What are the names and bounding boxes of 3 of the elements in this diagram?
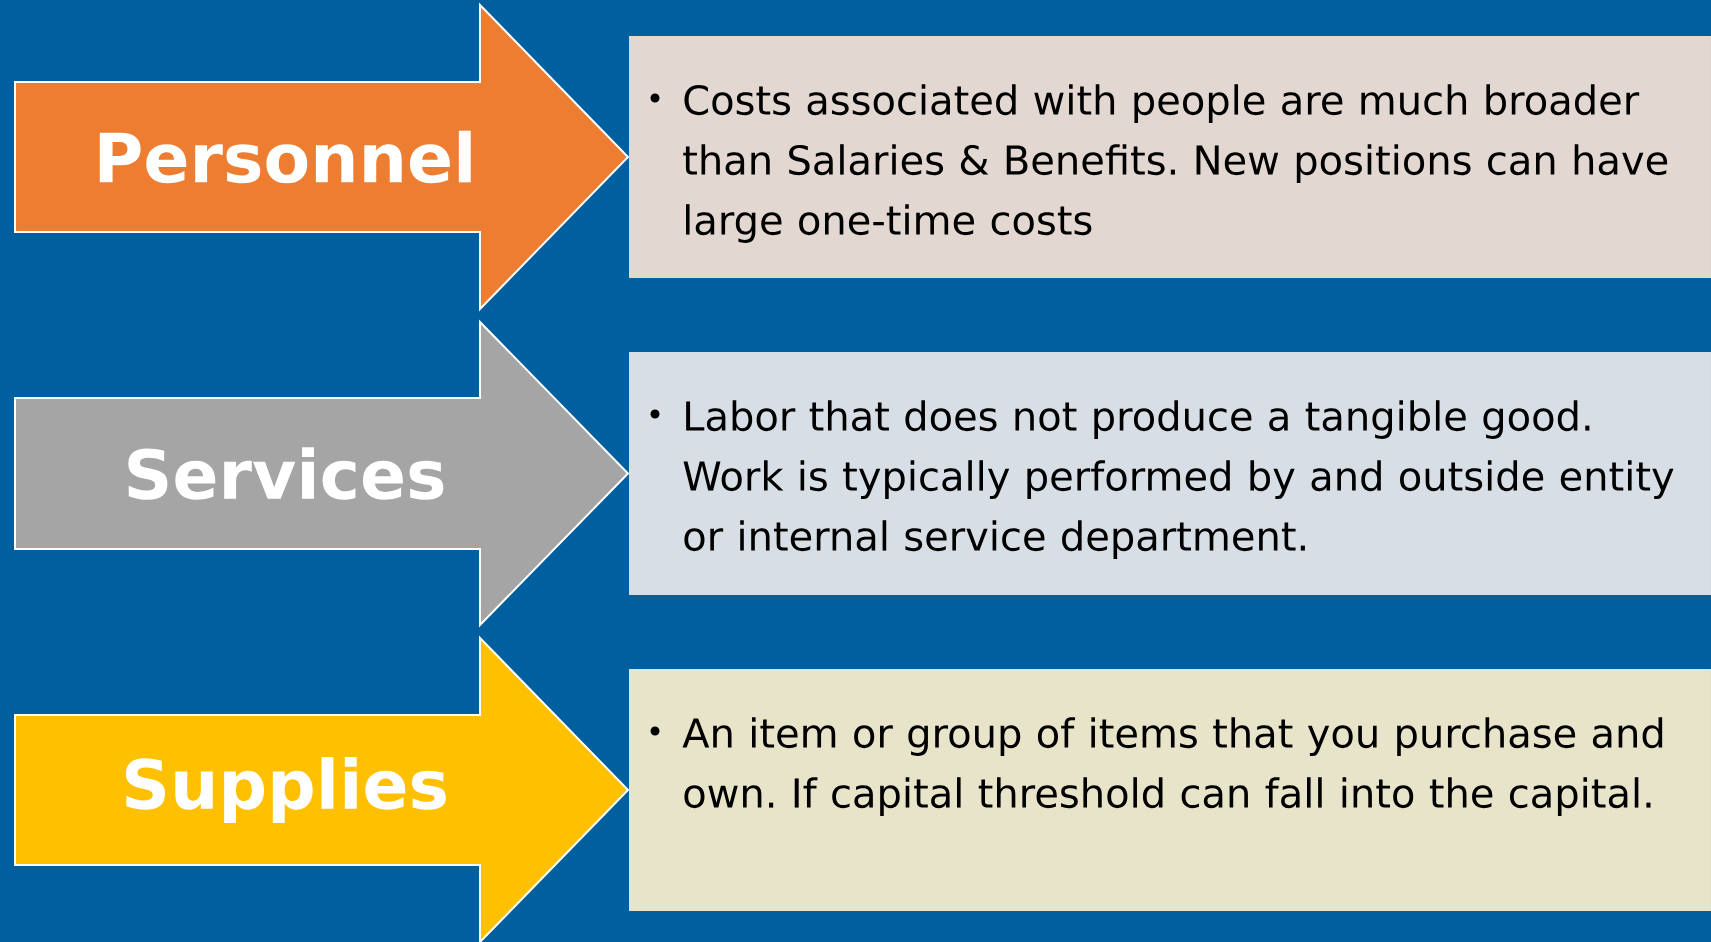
text-box: Costs associated with people are much broader than Salaries & Benefits. New positions can have large one-time costs bbox=[629, 36, 1711, 278]
text-box: Labor that does not produce a tangible good. Work is typically performed by and outside entity or internal service department. bbox=[629, 352, 1711, 595]
text-box: An item or group of items that you purchase and own. If capital threshold can fall into the capital. bbox=[629, 669, 1711, 911]
